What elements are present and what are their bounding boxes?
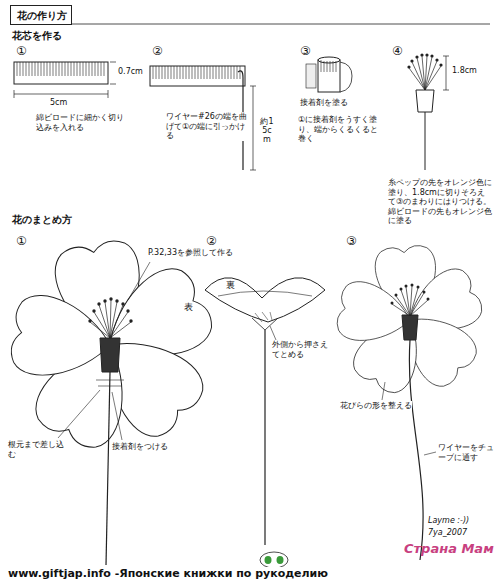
step-number: ③ <box>346 234 357 248</box>
part-label: 接着剤を塗る <box>300 98 348 108</box>
instruction-note: 花びらの形を整える <box>340 401 412 411</box>
watermark: Страна Мам <box>404 541 494 557</box>
side-label: 表 <box>184 302 193 313</box>
section-heading: 花のまとめ方 <box>12 214 72 226</box>
section-heading: 花芯を作る <box>12 30 62 42</box>
dimension: 約15cm <box>259 118 275 144</box>
instruction-note: ワイヤー#26の端を曲げて①の端に引っかける <box>166 112 248 141</box>
signature: Layme :-)) <box>428 516 469 526</box>
dimension: 1.8cm <box>452 66 477 76</box>
dimension: 5cm <box>50 98 67 108</box>
step-number: ④ <box>392 44 403 58</box>
side-label: 裏 <box>226 280 235 291</box>
instruction-note: 糸ペップの先をオレンジ色に塗り、1.8cmに切りそろえて③のまわりにはりつける。… <box>388 178 492 226</box>
instruction-note: ①に接着剤をうすく塗り、端からくるくると巻く <box>298 115 382 144</box>
instruction-note: ワイヤーをチューブに通す <box>438 443 494 462</box>
step-number: ① <box>16 234 27 248</box>
header-box: 花の作り方 <box>10 5 72 25</box>
step-number: ② <box>152 44 163 58</box>
instruction-note: 根元まで差し込む <box>8 440 64 459</box>
reference-note: P.32,33を参照して作る <box>148 248 233 258</box>
footer-url: www.giftjap.info -Японские книжки по рук… <box>8 567 328 580</box>
instruction-note: 外側から押さえてとめる <box>272 340 334 359</box>
header-text: 花の作り方 <box>17 9 65 23</box>
signature: 7ya_2007 <box>428 528 467 538</box>
instruction-note: 綿ビロードに細かく切り込みを入れる <box>36 113 128 132</box>
step-number: ③ <box>300 44 311 58</box>
instruction-note: 接着剤をつける <box>112 442 168 452</box>
step-number: ② <box>206 234 217 248</box>
step-number: ① <box>16 44 27 58</box>
dimension: 0.7cm <box>118 67 143 77</box>
